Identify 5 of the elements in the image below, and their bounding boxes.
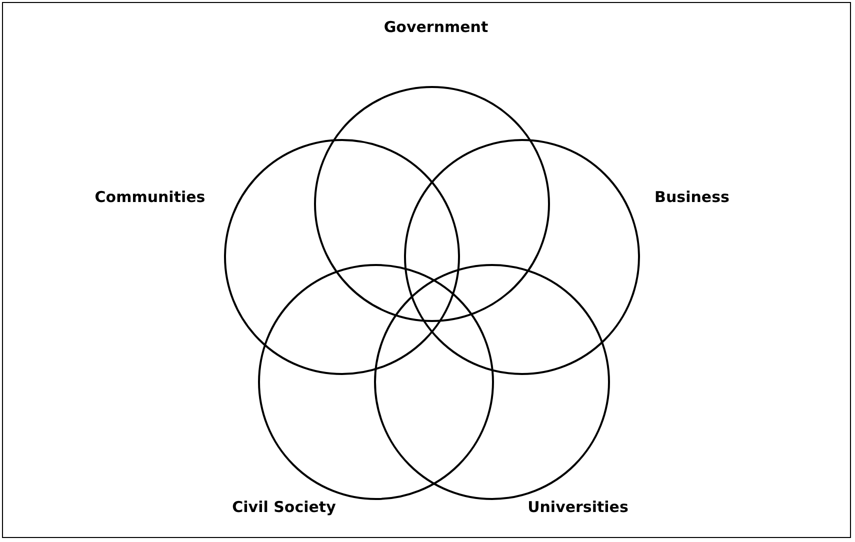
circle-label: Business — [654, 188, 730, 206]
circle-label: Civil Society — [232, 498, 336, 516]
circle-label: Universities — [528, 498, 628, 516]
circle-label: Government — [384, 18, 488, 36]
circle-label: Communities — [94, 188, 206, 206]
